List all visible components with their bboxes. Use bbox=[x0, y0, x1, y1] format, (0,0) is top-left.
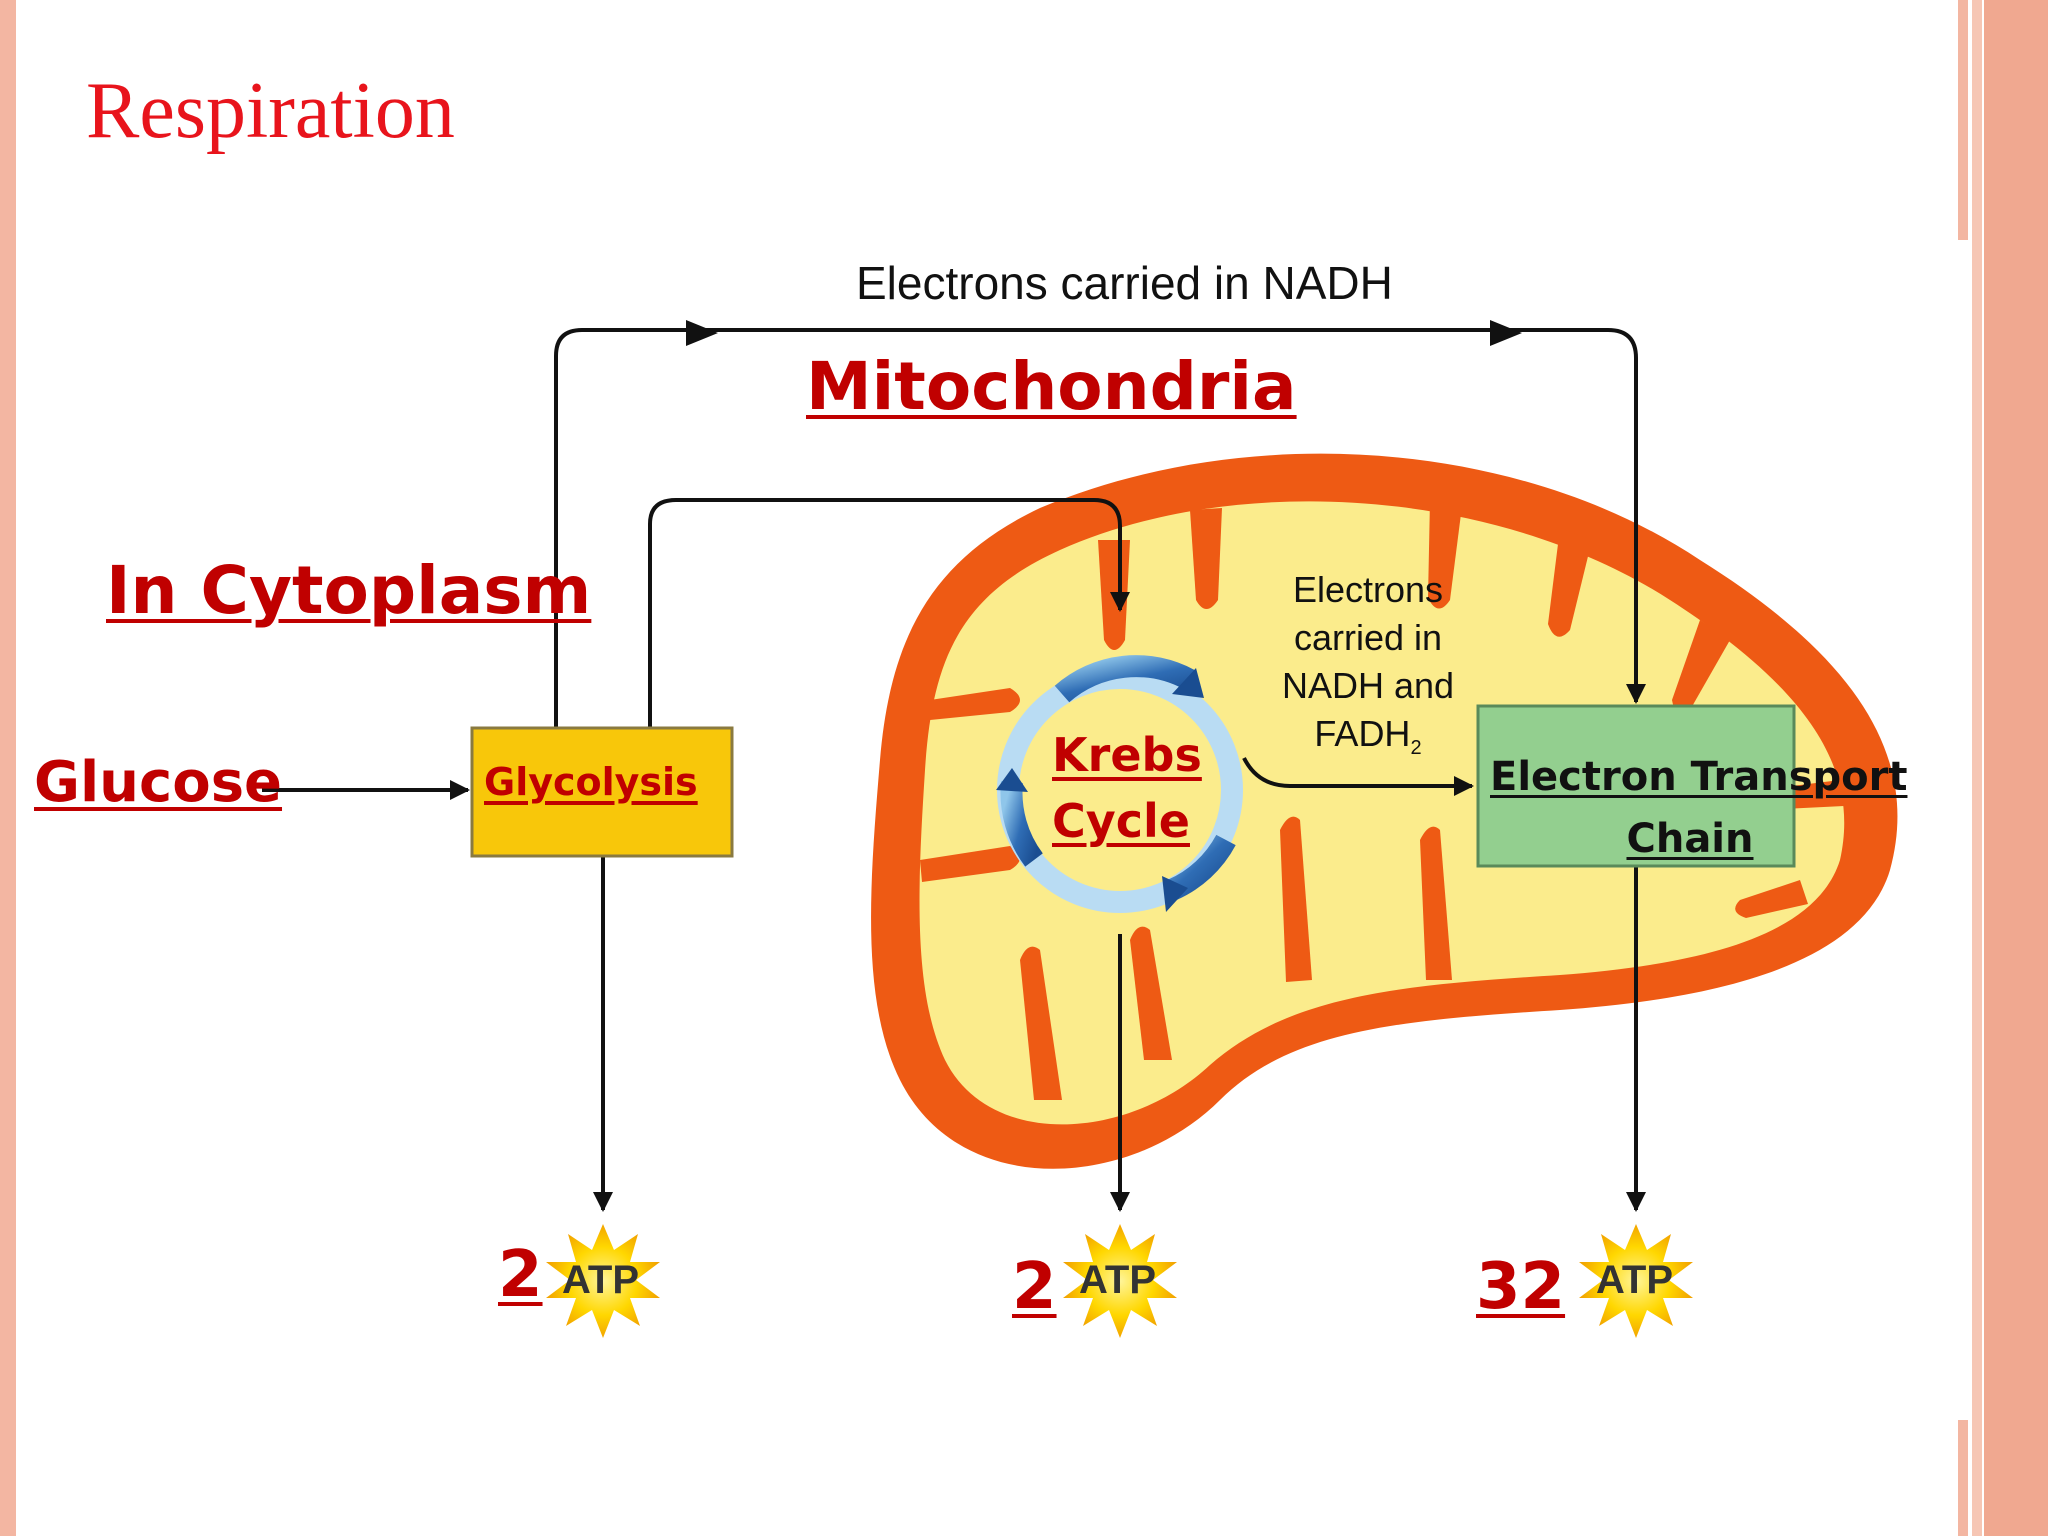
fadh-subscript: 2 bbox=[1410, 737, 1422, 760]
nadh-fadh-label: Electrons carried in NADH and FADH2 bbox=[1260, 566, 1476, 772]
nadh-fadh-line1: Electrons bbox=[1292, 569, 1444, 610]
krebs-cycle-ring bbox=[996, 655, 1243, 913]
glycolysis-to-krebs-connector bbox=[648, 498, 1130, 728]
nadh-fadh-line2: carried in bbox=[1293, 617, 1443, 658]
etc-label-line2: Chain bbox=[1626, 816, 1754, 862]
in-cytoplasm-label: In Cytoplasm bbox=[106, 552, 592, 629]
slide-title: Respiration bbox=[86, 67, 455, 155]
arrowhead-top-left bbox=[686, 320, 718, 346]
krebs-label-line1: Krebs bbox=[1052, 728, 1202, 782]
glycolysis-label: Glycolysis bbox=[484, 760, 698, 804]
right-border-inner bbox=[1972, 0, 1982, 1536]
krebs-label-line2: Cycle bbox=[1052, 794, 1190, 848]
glycolysis-box bbox=[470, 726, 734, 858]
etc-label-line1: Electron Transport bbox=[1490, 754, 1908, 800]
mitochondria-label: Mitochondria bbox=[806, 348, 1297, 425]
atp-badge-krebs: ATP bbox=[1079, 1258, 1157, 1302]
nadh-top-connector bbox=[554, 328, 1646, 728]
atp-star-3 bbox=[1579, 1224, 1693, 1338]
atp-count-glycolysis: 2 bbox=[498, 1238, 543, 1312]
atp-badge-glycolysis: ATP bbox=[562, 1258, 640, 1302]
atp-star-2 bbox=[1063, 1224, 1177, 1338]
nadh-top-label: Electrons carried in NADH bbox=[856, 257, 1393, 309]
nadh-fadh-line3: NADH and bbox=[1281, 665, 1455, 706]
right-stripe-thin-top bbox=[1958, 0, 1968, 240]
krebs-to-etc-arrow bbox=[1242, 757, 1474, 796]
right-border-band bbox=[1984, 0, 2048, 1536]
atp-count-etc: 32 bbox=[1476, 1250, 1566, 1324]
fadh-base: FADH bbox=[1314, 713, 1411, 754]
etc-box bbox=[1476, 704, 1796, 868]
atp-star-1 bbox=[546, 1224, 660, 1338]
atp-badge-etc: ATP bbox=[1596, 1258, 1674, 1302]
left-border-stripe bbox=[0, 0, 16, 1536]
atp-count-krebs: 2 bbox=[1012, 1250, 1057, 1324]
arrowhead-top-right bbox=[1490, 320, 1522, 346]
nadh-fadh-line4: FADH2 bbox=[1260, 710, 1476, 772]
right-stripe-thin-bottom bbox=[1958, 1420, 1968, 1536]
glucose-label: Glucose bbox=[34, 750, 283, 815]
